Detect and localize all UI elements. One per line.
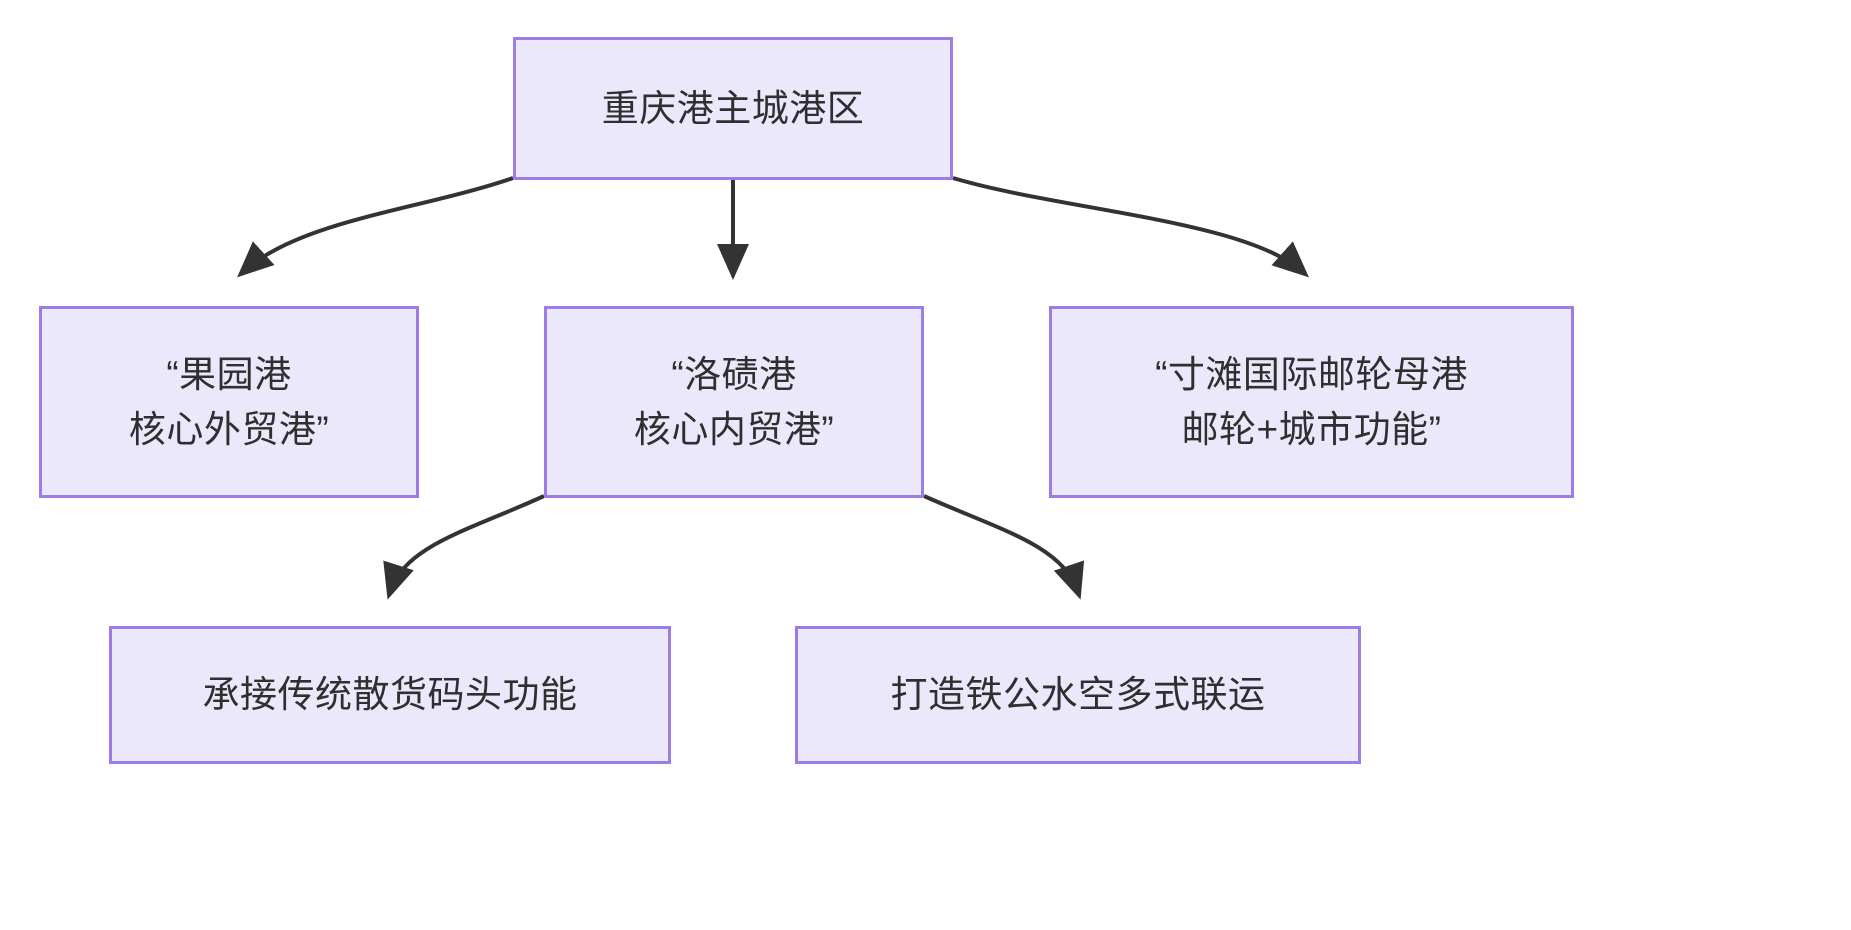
edge-root-to-guoyuan <box>237 176 514 278</box>
node-guoyuan-port-label: “果园港 核心外贸港” <box>128 353 330 451</box>
node-multimodal-transport[interactable]: 打造铁公水空多式联运 <box>795 626 1361 764</box>
node-root[interactable]: 重庆港主城港区 <box>513 37 953 180</box>
node-luoqi-port[interactable]: “洛碛港 核心内贸港” <box>544 306 924 498</box>
node-bulk-cargo-terminal-label: 承接传统散货码头功能 <box>202 674 578 716</box>
edge-luoqi-to-multimodal <box>923 494 1085 600</box>
node-bulk-cargo-terminal[interactable]: 承接传统散货码头功能 <box>109 626 671 764</box>
node-multimodal-transport-label: 打造铁公水空多式联运 <box>890 674 1266 716</box>
node-luoqi-port-label: “洛碛港 核心内贸港” <box>633 353 835 451</box>
node-guoyuan-port[interactable]: “果园港 核心外贸港” <box>39 306 419 498</box>
node-cuntan-cruise-port-label: “寸滩国际邮轮母港 邮轮+城市功能” <box>1155 353 1468 451</box>
edge-luoqi-to-bulk <box>383 494 545 600</box>
node-root-label: 重庆港主城港区 <box>601 87 865 129</box>
edge-root-to-cuntan <box>952 176 1309 278</box>
node-cuntan-cruise-port[interactable]: “寸滩国际邮轮母港 邮轮+城市功能” <box>1049 306 1574 498</box>
